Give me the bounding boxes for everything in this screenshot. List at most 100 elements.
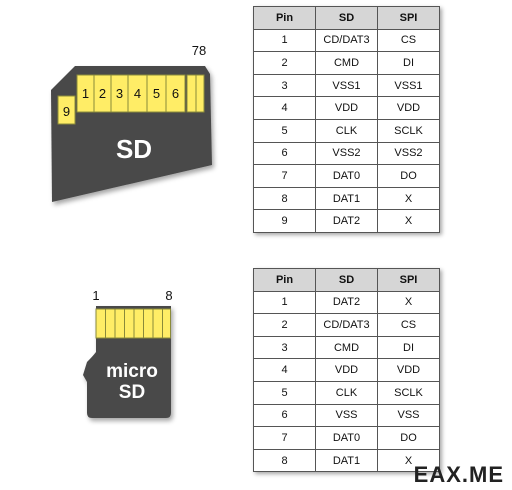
spi-cell: X <box>377 209 440 233</box>
header-pin: Pin <box>253 268 316 292</box>
watermark: EAX.ME <box>413 462 504 487</box>
pin-cell: 8 <box>253 448 316 473</box>
microsd-card-diagram: 1 8 micro SD <box>83 288 173 418</box>
sd-cell: DAT2 <box>315 209 378 233</box>
spi-cell: CS <box>377 28 440 53</box>
spi-cell: SCLK <box>377 118 440 143</box>
sd-cell: VDD <box>315 96 378 120</box>
header-spi: SPI <box>377 6 440 30</box>
spi-cell: VSS <box>377 403 440 428</box>
sd-cell: CMD <box>315 51 378 75</box>
sd-pad-label: 6 <box>172 86 179 101</box>
sd-pad-label: 4 <box>134 86 141 101</box>
spi-cell: X <box>377 186 440 211</box>
microsd-pad <box>133 308 144 339</box>
spi-cell: CS <box>377 313 440 337</box>
microsd-pad <box>105 308 116 339</box>
header-sd: SD <box>315 6 378 30</box>
pin-cell: 1 <box>253 290 316 315</box>
pin-cell: 5 <box>253 118 316 143</box>
sd-pad-label: 1 <box>82 86 89 101</box>
sd-pad-6 <box>165 74 186 113</box>
sd-cell: CD/DAT3 <box>315 28 378 53</box>
sd-cell: VSS <box>315 403 378 428</box>
sd-card-label: SD <box>116 134 152 164</box>
sd-cell: DAT0 <box>315 164 378 188</box>
microsd-pad <box>143 308 154 339</box>
pin-cell: 5 <box>253 380 316 405</box>
sd-cell: DAT1 <box>315 448 378 473</box>
microsd-pin-last-label: 8 <box>165 288 172 303</box>
microsd-pad <box>124 308 135 339</box>
microsd-pad <box>162 308 171 339</box>
spi-cell: VDD <box>377 358 440 382</box>
microsd-pad <box>95 308 106 339</box>
header-sd: SD <box>315 268 378 292</box>
sd-cell: CD/DAT3 <box>315 313 378 337</box>
pin-cell: 2 <box>253 313 316 337</box>
sd-cell: VDD <box>315 358 378 382</box>
microsd-pin-first-label: 1 <box>92 288 99 303</box>
microsd-label-line1: micro <box>106 361 158 382</box>
table-header-row: Pin SD SPI <box>253 268 440 292</box>
spi-cell: X <box>377 448 440 473</box>
microsd-label-line2: SD <box>119 382 145 403</box>
spi-cell: DO <box>377 426 440 450</box>
sd-cell: VSS1 <box>315 73 378 98</box>
microsd-pad <box>152 308 163 339</box>
pin-cell: 7 <box>253 426 316 450</box>
pin-cell: 3 <box>253 73 316 98</box>
sd-cell: VSS2 <box>315 141 378 166</box>
sd-cell: CMD <box>315 335 378 360</box>
spi-cell: DI <box>377 335 440 360</box>
sd-pad-7 <box>186 74 197 113</box>
table-header-row: Pin SD SPI <box>253 6 440 30</box>
sd-cell: DAT0 <box>315 426 378 450</box>
sd-cell: DAT1 <box>315 186 378 211</box>
header-spi: SPI <box>377 268 440 292</box>
sd-card-diagram: 9 1 2 3 4 5 6 78 SD <box>51 43 212 202</box>
pin-cell: 4 <box>253 358 316 382</box>
sd-pad-label: 3 <box>116 86 123 101</box>
pin-cell: 1 <box>253 28 316 53</box>
spi-cell: VSS1 <box>377 73 440 98</box>
pin-cell: 9 <box>253 209 316 233</box>
sd-pad-labels: 9 1 2 3 4 5 6 <box>63 86 179 119</box>
sd-pad-label: 2 <box>99 86 106 101</box>
spi-cell: DI <box>377 51 440 75</box>
pin-cell: 2 <box>253 51 316 75</box>
spi-cell: VSS2 <box>377 141 440 166</box>
sd-pad-label: 9 <box>63 104 70 119</box>
header-pin: Pin <box>253 6 316 30</box>
spi-cell: VDD <box>377 96 440 120</box>
pin-cell: 6 <box>253 403 316 428</box>
sd-pad-9 <box>57 95 76 125</box>
pin-cell: 3 <box>253 335 316 360</box>
spi-cell: SCLK <box>377 380 440 405</box>
sd-pins-7-8-label: 78 <box>192 43 206 58</box>
pin-cell: 7 <box>253 164 316 188</box>
microsd-pad <box>114 308 125 339</box>
sd-card-pads <box>57 74 205 125</box>
spi-cell: X <box>377 290 440 315</box>
sd-cell: CLK <box>315 380 378 405</box>
spi-cell: DO <box>377 164 440 188</box>
pin-cell: 4 <box>253 96 316 120</box>
sd-cell: CLK <box>315 118 378 143</box>
